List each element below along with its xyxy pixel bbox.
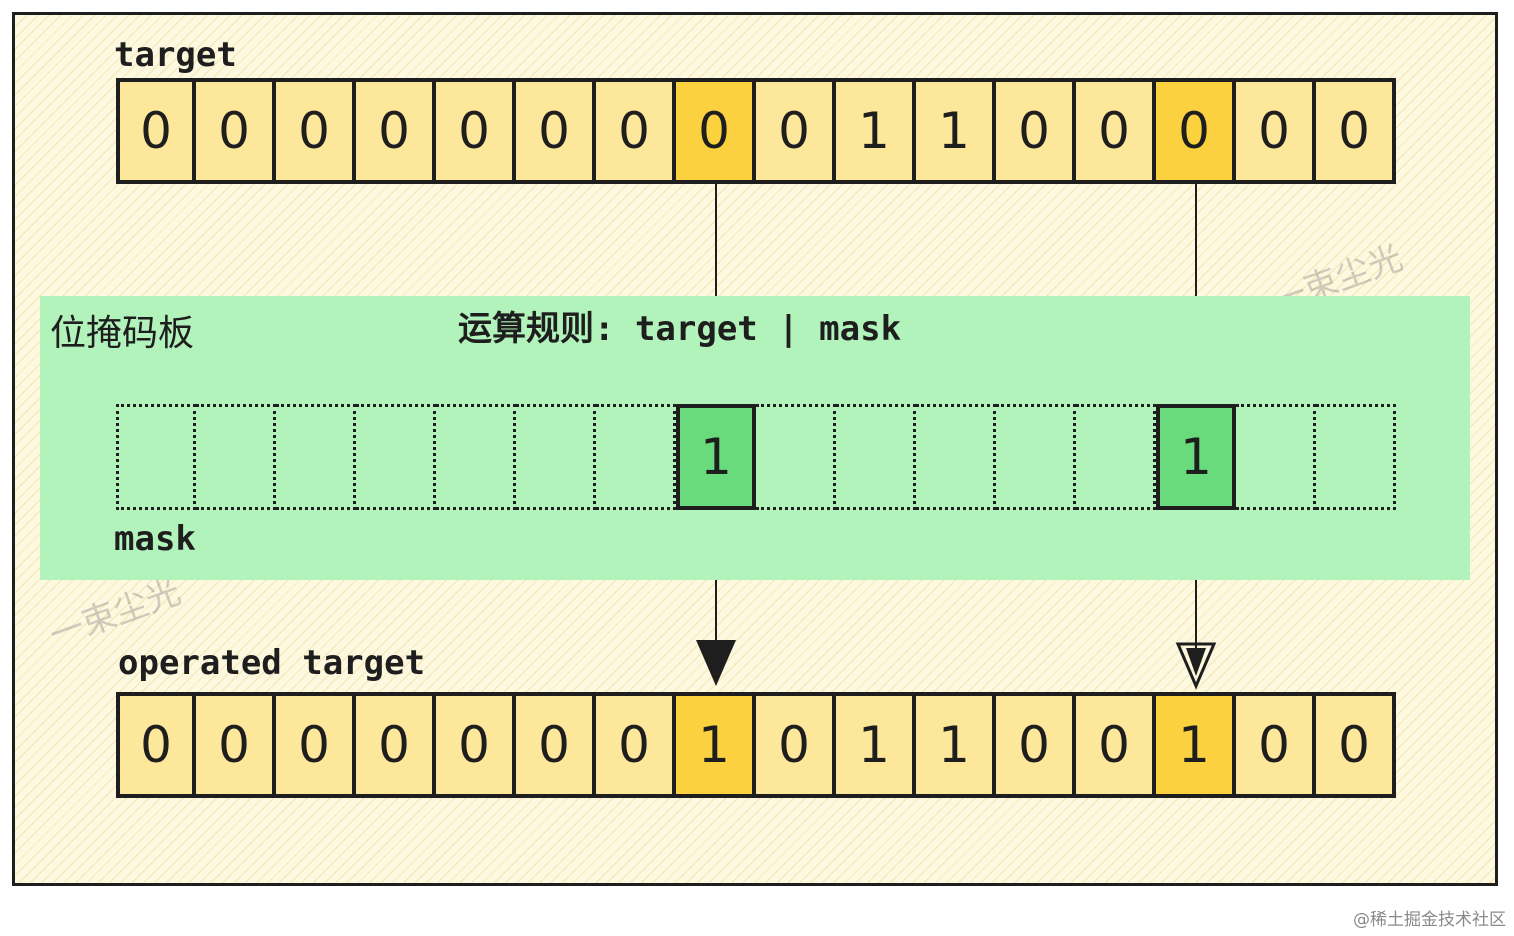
operated-bit-2: 0 bbox=[276, 692, 356, 798]
target-bit-5: 0 bbox=[516, 78, 596, 184]
target-label: target bbox=[114, 35, 237, 75]
operated-bit-11: 0 bbox=[996, 692, 1076, 798]
operated-bit-8: 0 bbox=[756, 692, 836, 798]
target-bit-9: 1 bbox=[836, 78, 916, 184]
operated-bit-4: 0 bbox=[436, 692, 516, 798]
mask-bit-9 bbox=[836, 404, 916, 510]
mask-label: mask bbox=[114, 519, 196, 559]
operated-bit-9: 1 bbox=[836, 692, 916, 798]
mask-bit-0 bbox=[116, 404, 196, 510]
target-bit-3: 0 bbox=[356, 78, 436, 184]
operated-bit-13: 1 bbox=[1156, 692, 1236, 798]
mask-bit-5 bbox=[516, 404, 596, 510]
mask-bit-12 bbox=[1076, 404, 1156, 510]
target-bit-0: 0 bbox=[116, 78, 196, 184]
target-bit-13: 0 bbox=[1156, 78, 1236, 184]
target-bit-1: 0 bbox=[196, 78, 276, 184]
operated-bit-5: 0 bbox=[516, 692, 596, 798]
operated-bit-7: 1 bbox=[676, 692, 756, 798]
operation-rule: 运算规则: target | mask bbox=[458, 309, 902, 349]
mask-bit-3 bbox=[356, 404, 436, 510]
mask-bit-14 bbox=[1236, 404, 1316, 510]
target-bit-4: 0 bbox=[436, 78, 516, 184]
target-bit-15: 0 bbox=[1316, 78, 1396, 184]
mask-bit-8 bbox=[756, 404, 836, 510]
bitmask-title: 位掩码板 bbox=[50, 313, 195, 354]
operated-bit-1: 0 bbox=[196, 692, 276, 798]
target-bit-7: 0 bbox=[676, 78, 756, 184]
target-bit-11: 0 bbox=[996, 78, 1076, 184]
operated-bit-6: 0 bbox=[596, 692, 676, 798]
operated-bit-15: 0 bbox=[1316, 692, 1396, 798]
source-credit: @稀土掘金技术社区 bbox=[1353, 910, 1506, 930]
operated-target-label: operated target bbox=[118, 643, 426, 683]
mask-bit-2 bbox=[276, 404, 356, 510]
target-bit-14: 0 bbox=[1236, 78, 1316, 184]
target-bit-6: 0 bbox=[596, 78, 676, 184]
target-bit-8: 0 bbox=[756, 78, 836, 184]
arrow-head-2 bbox=[1175, 642, 1217, 690]
target-bit-12: 0 bbox=[1076, 78, 1156, 184]
mask-bit-1 bbox=[196, 404, 276, 510]
operated-bit-3: 0 bbox=[356, 692, 436, 798]
target-bit-10: 1 bbox=[916, 78, 996, 184]
mask-bit-7: 1 bbox=[676, 404, 756, 510]
target-bit-2: 0 bbox=[276, 78, 356, 184]
mask-bit-13: 1 bbox=[1156, 404, 1236, 510]
mask-bit-4 bbox=[436, 404, 516, 510]
arrow-head-1 bbox=[696, 640, 736, 686]
mask-bit-6 bbox=[596, 404, 676, 510]
mask-bit-15 bbox=[1316, 404, 1396, 510]
mask-bit-10 bbox=[916, 404, 996, 510]
operated-bit-0: 0 bbox=[116, 692, 196, 798]
operated-bit-12: 0 bbox=[1076, 692, 1156, 798]
arrow-head-2-fill bbox=[1186, 648, 1206, 676]
operated-bit-10: 1 bbox=[916, 692, 996, 798]
mask-bit-11 bbox=[996, 404, 1076, 510]
operated-bit-14: 0 bbox=[1236, 692, 1316, 798]
